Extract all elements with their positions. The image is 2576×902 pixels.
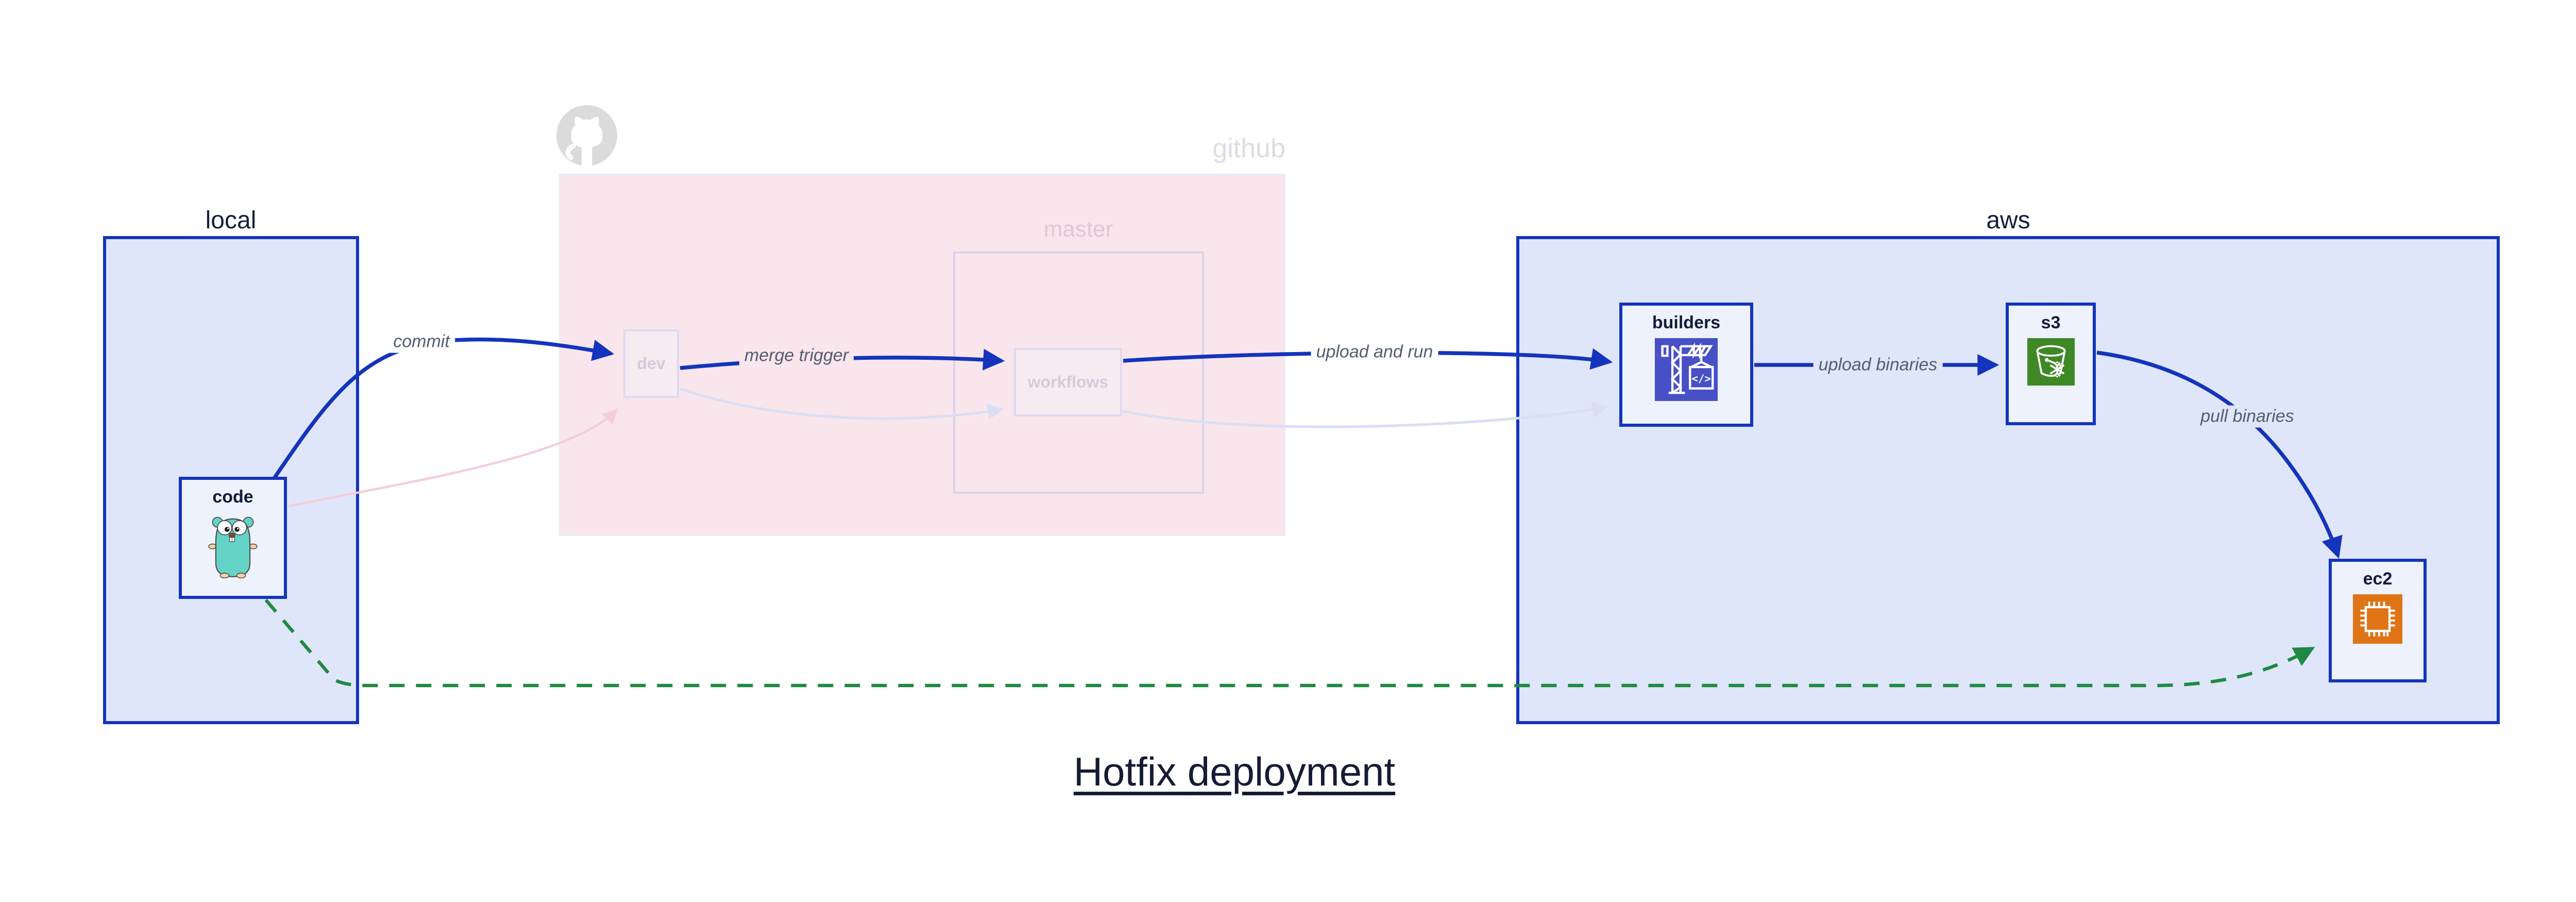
diagram-title: Hotfix deployment [1073, 749, 1396, 794]
codebuild-code-glyph: </> [1692, 372, 1711, 385]
node-builders: builders </> [1619, 303, 1753, 427]
region-aws-label: aws [1986, 207, 2030, 234]
node-code: code [179, 477, 287, 599]
edge-workflows-to-builders-faded [1123, 402, 1609, 428]
edge-hotfix-direct-line [264, 598, 2315, 688]
node-workflows-label: workflows [1027, 373, 1109, 391]
aws-ec2-chip-icon [2353, 594, 2402, 644]
node-dev-label: dev [637, 354, 666, 373]
go-gopher-icon [208, 516, 258, 578]
edge-commit-line [272, 337, 615, 480]
edge-upload-and-run-label: upload and run [1311, 341, 1438, 363]
edge-merge-trigger-label: merge trigger [739, 344, 854, 367]
edge-dev-to-workflows-faded [680, 387, 1004, 420]
node-s3-label: s3 [2041, 313, 2061, 332]
node-ec2-label: ec2 [2363, 569, 2393, 589]
node-workflows: workflows [1014, 348, 1122, 416]
node-s3: s3 [2006, 303, 2096, 425]
node-ec2: ec2 [2329, 559, 2427, 682]
github-octocat-icon [556, 105, 617, 166]
edge-commit-label: commit [388, 330, 455, 353]
node-builders-label: builders [1652, 313, 1721, 332]
node-dev: dev [623, 329, 679, 398]
region-local-label: local [205, 207, 257, 234]
region-github [559, 174, 1285, 536]
edge-upload-binaries-label: upload binaries [1813, 354, 1943, 376]
node-code-label: code [212, 487, 253, 507]
region-github-label: github [1212, 133, 1285, 163]
aws-codebuild-crane-icon: </> [1655, 338, 1718, 401]
edge-pull-binaries-label: pull binaries [2195, 405, 2299, 428]
edge-pull-binaries-line [2096, 350, 2343, 559]
edge-code-to-dev-faded [288, 408, 618, 508]
aws-s3-bucket-icon [2027, 338, 2075, 386]
region-master-label: master [1043, 216, 1113, 242]
